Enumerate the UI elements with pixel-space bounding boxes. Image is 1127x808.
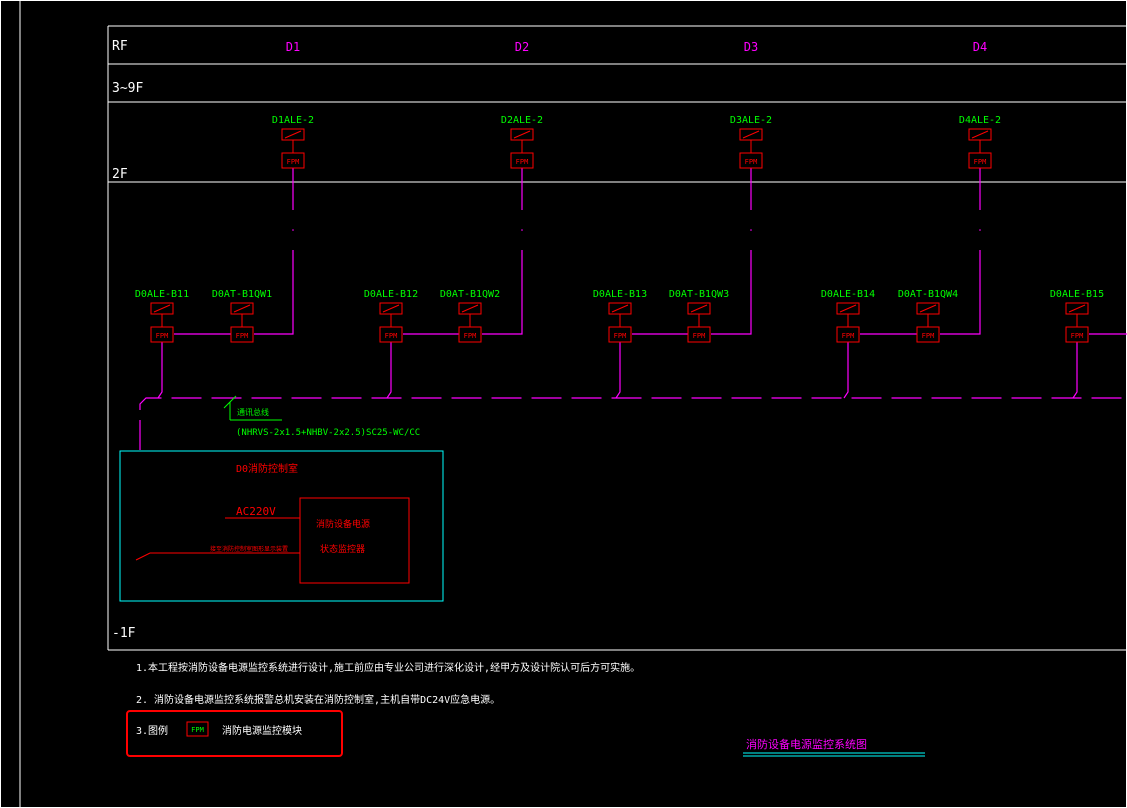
bus-annotation: 通讯总线 (NHRVS-2x1.5+NHBV-2x2.5)SC25-WC/CC xyxy=(223,395,420,438)
fpm-label: FPM xyxy=(236,332,249,340)
legend-fpm-symbol xyxy=(186,721,209,737)
lower-devices: D0ALE-B11 FPM D0AT-B1QW1 FPM D0ALE-B12 F… xyxy=(135,289,1104,343)
legend-fpm-label: FPM xyxy=(191,726,204,734)
note-3-legend: 3.图例 xyxy=(136,724,168,737)
fpm-label: FPM xyxy=(614,332,627,340)
fpm-label: FPM xyxy=(287,158,300,166)
fpm-module xyxy=(739,152,763,169)
fpm-label: FPM xyxy=(1071,332,1084,340)
column-label-d3: D3 xyxy=(744,40,758,54)
device-label: D3ALE-2 xyxy=(730,115,772,126)
device-label: D0AT-B1QW2 xyxy=(440,289,500,300)
device-label: D0AT-B1QW4 xyxy=(898,289,958,300)
fpm-module xyxy=(458,326,482,343)
column-label-d4: D4 xyxy=(973,40,987,54)
device-d0ale-b15[interactable]: D0ALE-B15 FPM xyxy=(1050,289,1104,343)
monitor-label-line1: 消防设备电源 xyxy=(316,518,370,530)
device-label: D0ALE-B12 xyxy=(364,289,418,300)
fpm-label: FPM xyxy=(745,158,758,166)
bus-cable-spec: (NHRVS-2x1.5+NHBV-2x2.5)SC25-WC/CC xyxy=(236,428,420,438)
device-d0ale-b13[interactable]: D0ALE-B13 FPM xyxy=(593,289,647,343)
floor-grid xyxy=(107,25,1127,651)
floor-label-2f: 2F xyxy=(112,167,128,182)
fpm-label: FPM xyxy=(156,332,169,340)
device-label: D1ALE-2 xyxy=(272,115,314,126)
device-d3ale-2[interactable]: D3ALE-2 FPM xyxy=(730,115,772,169)
fpm-label: FPM xyxy=(922,332,935,340)
fpm-label: FPM xyxy=(464,332,477,340)
device-d0at-b1qw2[interactable]: D0AT-B1QW2 FPM xyxy=(440,289,500,343)
device-label: D0ALE-B11 xyxy=(135,289,189,300)
column-label-d1: D1 xyxy=(286,40,300,54)
riser-d2-lower xyxy=(482,250,523,335)
fpm-module xyxy=(608,326,632,343)
fpm-module xyxy=(1065,326,1089,343)
device-d4ale-2[interactable]: D4ALE-2 FPM xyxy=(959,115,1001,169)
fpm-label: FPM xyxy=(842,332,855,340)
riser-d4-lower xyxy=(940,250,981,335)
fire-control-room[interactable]: D0消防控制室 消防设备电源 状态监控器 AC220V 接至消防控制室图形显示装… xyxy=(119,450,444,602)
device-d0at-b1qw4[interactable]: D0AT-B1QW4 FPM xyxy=(898,289,958,343)
graphic-display-link-label: 接至消防控制室图形显示装置 xyxy=(210,545,288,553)
fpm-module xyxy=(968,152,992,169)
bus-label: 通讯总线 xyxy=(237,407,269,417)
legend-description: 消防电源监控模块 xyxy=(222,724,302,737)
fpm-label: FPM xyxy=(974,158,987,166)
floor-label-rf: RF xyxy=(112,39,128,54)
fpm-label: FPM xyxy=(693,332,706,340)
note-2: 2. 消防设备电源监控系统报警总机安装在消防控制室,主机自带DC24V应急电源。 xyxy=(136,693,500,706)
device-label: D4ALE-2 xyxy=(959,115,1001,126)
device-label: D0AT-B1QW1 xyxy=(212,289,272,300)
monitor-label-line2: 状态监控器 xyxy=(320,543,365,555)
device-label: D0ALE-B13 xyxy=(593,289,647,300)
fpm-module xyxy=(510,152,534,169)
control-room-title: D0消防控制室 xyxy=(236,462,298,475)
fpm-module xyxy=(687,326,711,343)
control-room-border xyxy=(119,450,444,602)
drawing-title: 消防设备电源监控系统图 xyxy=(746,737,867,751)
device-label: D0ALE-B14 xyxy=(821,289,875,300)
risers xyxy=(254,168,981,335)
device-d0ale-b14[interactable]: D0ALE-B14 FPM xyxy=(821,289,875,343)
graphic-display-link-line xyxy=(135,552,300,561)
upper-devices: D1ALE-2 FPM D2ALE-2 FPM D3ALE-2 FPM D4AL… xyxy=(272,115,1001,169)
power-monitor-unit[interactable] xyxy=(299,497,410,584)
fpm-module xyxy=(379,326,403,343)
communication-bus xyxy=(139,397,1127,450)
floor-label-b1: -1F xyxy=(112,626,136,641)
riser-d3-lower xyxy=(711,250,752,335)
device-label: D0ALE-B15 xyxy=(1050,289,1104,300)
fpm-module xyxy=(836,326,860,343)
fpm-module xyxy=(916,326,940,343)
device-d0ale-b11[interactable]: D0ALE-B11 FPM xyxy=(135,289,189,343)
fpm-label: FPM xyxy=(516,158,529,166)
ac-supply-label: AC220V xyxy=(236,505,276,518)
fpm-module xyxy=(150,326,174,343)
fpm-module xyxy=(230,326,254,343)
floor-label-3-9f: 3~9F xyxy=(112,81,143,96)
device-label: D0AT-B1QW3 xyxy=(669,289,729,300)
device-d2ale-2[interactable]: D2ALE-2 FPM xyxy=(501,115,543,169)
fpm-module xyxy=(281,152,305,169)
device-d0at-b1qw3[interactable]: D0AT-B1QW3 FPM xyxy=(669,289,729,343)
legend-highlight-frame xyxy=(126,710,343,757)
device-d0at-b1qw1[interactable]: D0AT-B1QW1 FPM xyxy=(212,289,272,343)
bus-drops xyxy=(157,342,1078,399)
device-d1ale-2[interactable]: D1ALE-2 FPM xyxy=(272,115,314,169)
fpm-label: FPM xyxy=(385,332,398,340)
riser-d1-lower xyxy=(254,250,294,335)
device-d0ale-b12[interactable]: D0ALE-B12 FPM xyxy=(364,289,418,343)
column-label-d2: D2 xyxy=(515,40,529,54)
note-1: 1.本工程按消防设备电源监控系统进行设计,施工前应由专业公司进行深化设计,经甲方… xyxy=(136,661,640,674)
riser-gap-dots xyxy=(292,229,981,231)
device-label: D2ALE-2 xyxy=(501,115,543,126)
